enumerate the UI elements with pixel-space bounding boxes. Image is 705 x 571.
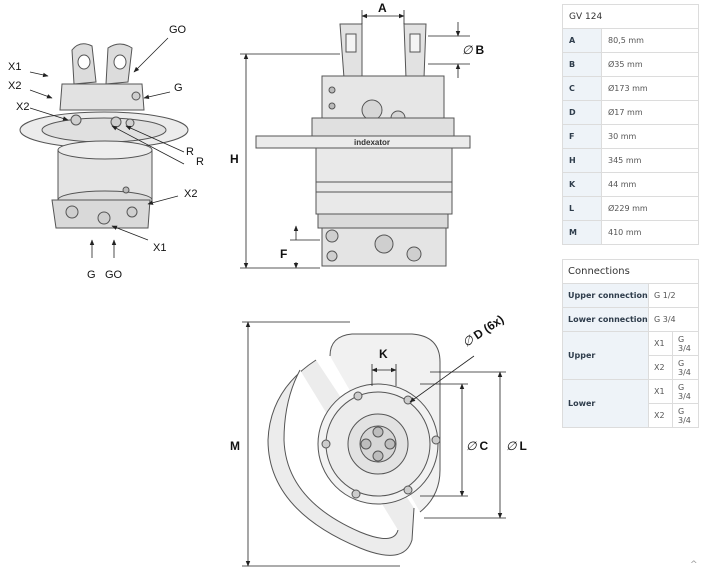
label-g-right: G bbox=[174, 82, 183, 94]
conn-value: G 3/4 bbox=[672, 403, 699, 428]
label-x1-bottom: X1 bbox=[153, 242, 167, 254]
spec-value: 80,5 mm bbox=[601, 28, 699, 53]
conn-value: G 3/4 bbox=[672, 331, 699, 356]
side-view bbox=[255, 23, 471, 267]
dim-label-f: F bbox=[280, 247, 288, 261]
spec-value: 345 mm bbox=[601, 148, 699, 173]
bottom-view bbox=[267, 333, 441, 556]
conn-row-lower-x2: X2 G 3/4 bbox=[563, 403, 699, 428]
conn-key: Lower connection bbox=[562, 307, 649, 332]
spec-value: Ø17 mm bbox=[601, 100, 699, 125]
connections-table: Connections Upper connection G 1/2 Lower… bbox=[562, 259, 699, 428]
spec-key: L bbox=[562, 196, 602, 221]
spec-value: 30 mm bbox=[601, 124, 699, 149]
spec-key: C bbox=[562, 76, 602, 101]
spec-value: Ø35 mm bbox=[601, 52, 699, 77]
conn-value: G 3/4 bbox=[672, 379, 699, 404]
dim-label-c: ∅C bbox=[466, 439, 489, 453]
conn-key-upper: Upper bbox=[562, 331, 649, 380]
chevron-up-icon[interactable]: ^ bbox=[690, 560, 698, 570]
drawing-svg: indexator bbox=[19, 10, 506, 567]
conn-value: G 3/4 bbox=[648, 307, 699, 332]
spec-key: K bbox=[562, 172, 602, 197]
spec-key: H bbox=[562, 148, 602, 173]
bottom-dimensions bbox=[242, 321, 506, 567]
label-x2-right: X2 bbox=[184, 188, 198, 200]
dim-label-m: M bbox=[230, 439, 240, 453]
spec-key: D bbox=[562, 100, 602, 125]
side-dimensions bbox=[240, 10, 470, 269]
conn-row-upper-x2: X2 G 3/4 bbox=[563, 355, 699, 380]
brand-logo: indexator bbox=[354, 138, 390, 147]
spec-key: B bbox=[562, 52, 602, 77]
conn-key: Upper connection bbox=[562, 283, 649, 308]
label-go-bottom: GO bbox=[105, 269, 123, 281]
label-x2-mid: X2 bbox=[16, 101, 30, 113]
conn-row-upper-x1: Upper X1 G 3/4 bbox=[562, 331, 699, 380]
iso-leader-lines bbox=[29, 37, 185, 258]
label-r-b: R bbox=[196, 156, 204, 168]
spec-value: 410 mm bbox=[601, 220, 699, 245]
conn-port: X2 bbox=[648, 355, 673, 380]
label-r-a: R bbox=[186, 146, 194, 158]
label-x2-left: X2 bbox=[8, 80, 22, 92]
label-g-bottom: G bbox=[87, 269, 96, 281]
spec-value: 44 mm bbox=[601, 172, 699, 197]
connections-title: Connections bbox=[562, 259, 699, 284]
conn-value: G 3/4 bbox=[672, 355, 699, 380]
label-x1-left: X1 bbox=[8, 61, 22, 73]
conn-value: G 1/2 bbox=[648, 283, 699, 308]
conn-row-lower-x1: Lower X1 G 3/4 bbox=[562, 379, 699, 428]
dim-label-l: ∅L bbox=[506, 439, 527, 453]
conn-key-lower: Lower bbox=[562, 379, 649, 428]
dim-label-k-bound: K bbox=[379, 347, 388, 361]
spec-key: A bbox=[562, 28, 602, 53]
spec-value: Ø229 mm bbox=[601, 196, 699, 221]
spec-key: F bbox=[562, 124, 602, 149]
conn-port: X1 bbox=[648, 379, 673, 404]
conn-row-upper-connection: Upper connection G 1/2 bbox=[562, 283, 699, 308]
spec-table-title: GV 124 bbox=[562, 4, 699, 29]
dim-label-h: H bbox=[230, 152, 239, 166]
technical-drawing: indexator bbox=[8, 1, 527, 567]
conn-row-lower-connection: Lower connection G 3/4 bbox=[562, 307, 699, 332]
dim-label-b: ∅B bbox=[462, 43, 485, 57]
spec-value: Ø173 mm bbox=[601, 76, 699, 101]
label-go-top: GO bbox=[169, 24, 187, 36]
dim-label-a: A bbox=[378, 1, 387, 15]
spec-key: M bbox=[562, 220, 602, 245]
conn-port: X1 bbox=[648, 331, 673, 356]
isometric-view bbox=[19, 43, 189, 229]
conn-port: X2 bbox=[648, 403, 673, 428]
